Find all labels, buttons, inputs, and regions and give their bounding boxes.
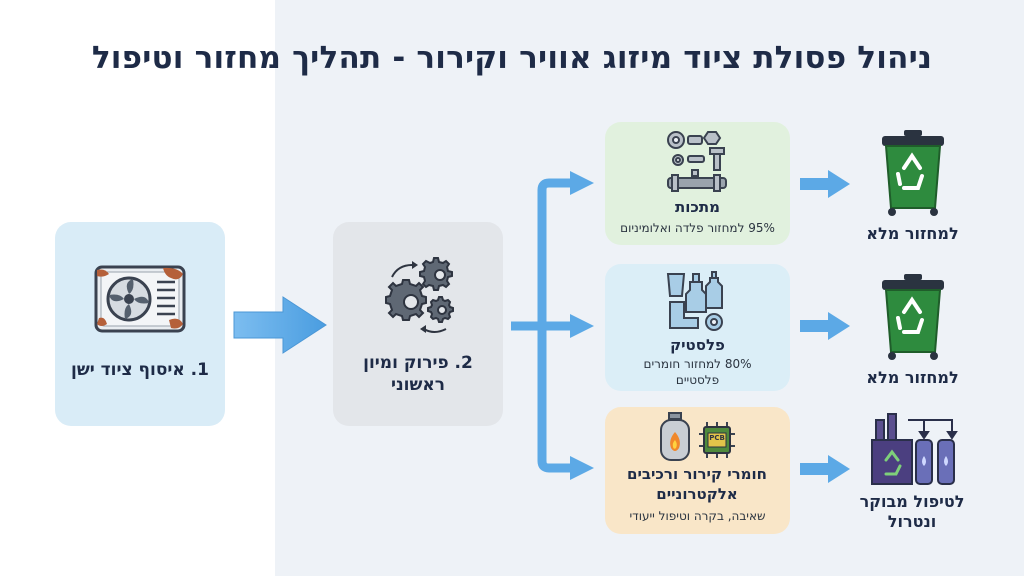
page-title: ניהול פסולת ציוד מיזוג אוויר וקירור - תה… <box>91 40 933 76</box>
circuit-chip-label: PCB <box>709 434 725 442</box>
gears-icon <box>385 257 454 333</box>
plastic-items-icon <box>666 271 723 331</box>
stream-refrigerants-label: חומרי קירור ורכיבים אלקטרוניים <box>627 465 767 503</box>
step-dismantle-label: 2. פירוק ומיון ראשוני <box>363 353 473 395</box>
outcome-plastic-label: למחזור מלא <box>866 368 959 387</box>
step-collect-label: 1. איסוף ציוד ישן <box>71 360 209 380</box>
metal-parts-icon <box>667 131 727 192</box>
recycle-bin-icon <box>882 130 944 216</box>
stream-metal-label: מתכות <box>675 198 720 216</box>
recycle-bin-icon <box>882 274 944 360</box>
air-conditioner-icon <box>94 265 186 333</box>
step-dismantle-card <box>333 222 503 426</box>
outcome-refrigerants-label: לטיפול מבוקר ונטרול <box>859 492 965 531</box>
stream-plastic-detail: 80% למחזור חומרים פלסטיים <box>643 357 752 387</box>
stream-plastic-label: פלסטיק <box>670 336 725 354</box>
outcome-metal-label: למחזור מלא <box>866 224 959 243</box>
stream-metal-detail: 95% למחזור פלדה ואלומיניום <box>620 221 775 235</box>
gas-cylinder-icon <box>660 412 690 461</box>
stream-refrigerants-card <box>605 407 790 534</box>
treatment-facility-icon <box>871 413 958 485</box>
circuit-chip-icon <box>699 422 735 458</box>
stream-refrigerants-detail: שאיבה, בקרה וטיפול ייעודי <box>629 509 766 523</box>
